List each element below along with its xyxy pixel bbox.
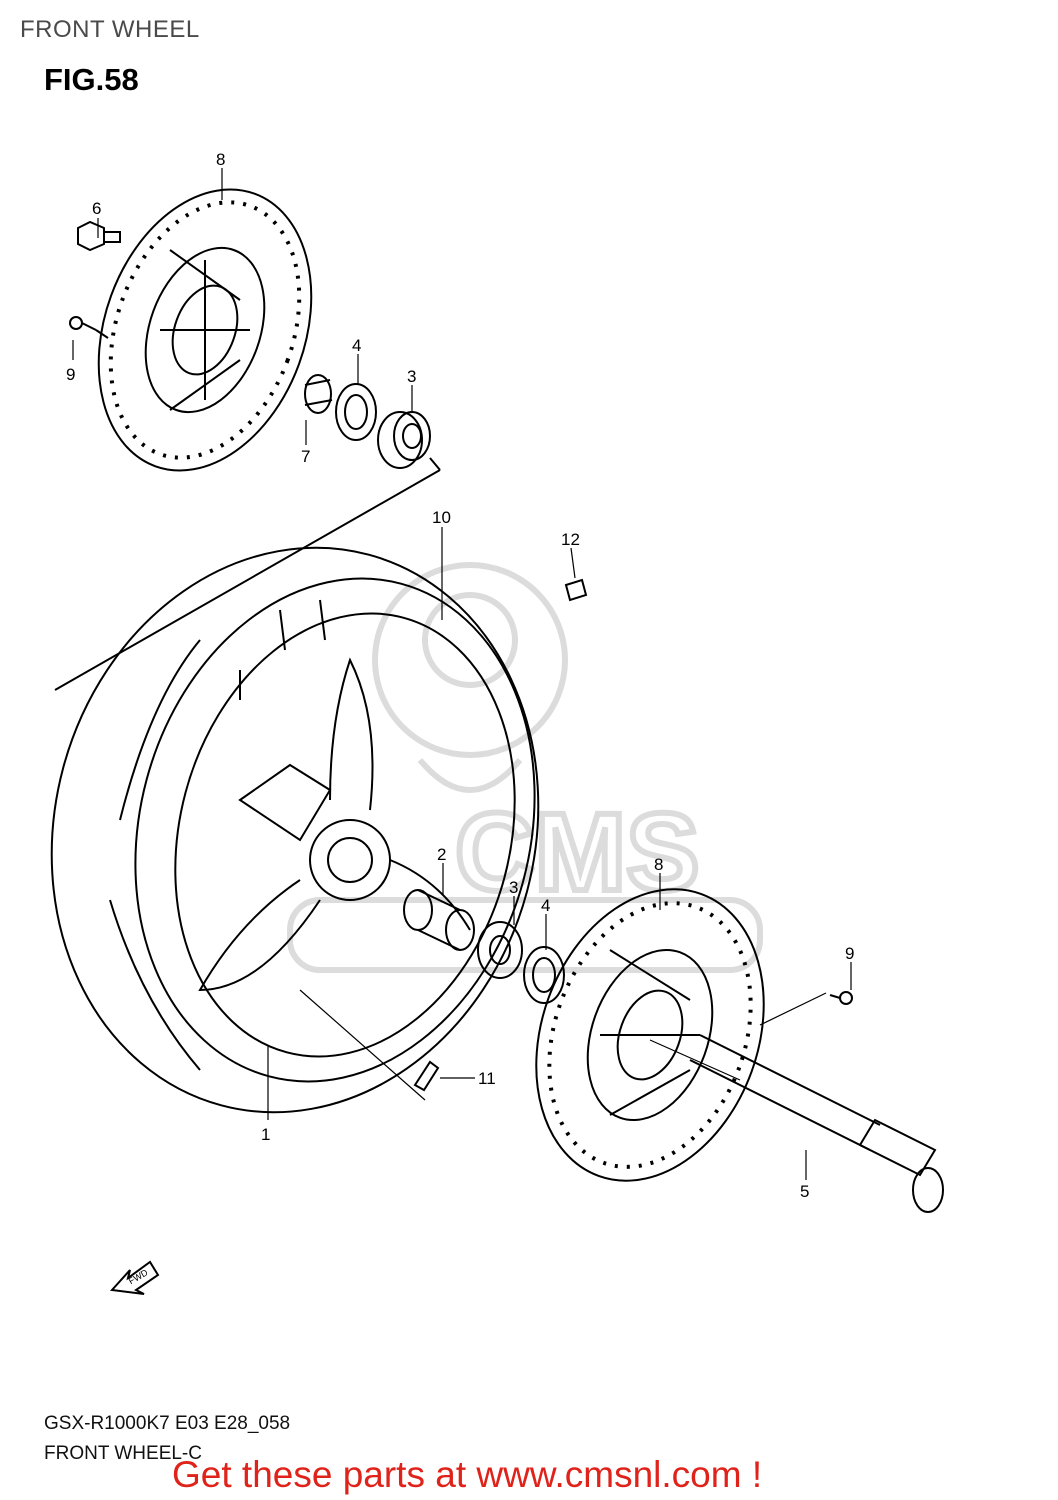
- brake-disc-left: [97, 188, 313, 472]
- front-axle: [689, 1034, 944, 1213]
- brake-disc-right: [535, 888, 765, 1182]
- callout-numbers: 8 6 9 4 3 7 10 12 2 3 4 8 9 11 1 5 FWD: [66, 150, 854, 1286]
- oil-seal-left: [335, 383, 377, 441]
- shop-link-banner[interactable]: Get these parts at www.cmsnl.com !: [172, 1454, 763, 1495]
- oil-seal-right: [523, 946, 565, 1004]
- spacer-left: [304, 374, 333, 414]
- wheel-hub-spokes: [198, 657, 471, 992]
- assembly-leader-upper: [54, 457, 441, 691]
- callout-1: 1: [261, 1125, 270, 1144]
- callout-4-upper: 4: [352, 336, 361, 355]
- callout-5: 5: [800, 1182, 809, 1201]
- callout-3-upper: 3: [407, 367, 416, 386]
- callout-3-lower: 3: [509, 878, 518, 897]
- callout-8-lower: 8: [654, 855, 663, 874]
- model-code: GSX-R1000K7 E03 E28_058: [44, 1413, 291, 1434]
- callout-6: 6: [92, 199, 101, 218]
- axle-spacer: [403, 889, 475, 951]
- watermark-text: CMS: [455, 791, 699, 914]
- bearing-right: [477, 921, 523, 979]
- callout-9-left: 9: [66, 365, 75, 384]
- callout-9-right: 9: [845, 944, 854, 963]
- page-title: FRONT WHEEL: [20, 16, 200, 43]
- callout-8-upper: 8: [216, 150, 225, 169]
- tire-valve: [413, 1060, 440, 1092]
- front-wheel-tire: [50, 546, 540, 1114]
- callout-10: 10: [432, 508, 451, 527]
- figure-label: FIG.58: [44, 62, 139, 97]
- disc-screw-right: [829, 991, 853, 1005]
- callout-11: 11: [478, 1069, 496, 1088]
- forward-direction-arrow: [109, 1260, 160, 1295]
- callout-4-lower: 4: [541, 896, 550, 915]
- bearing-left: [377, 411, 431, 469]
- balance-weight: [564, 578, 588, 602]
- callout-12: 12: [561, 530, 580, 549]
- diagram-caption: FRONT WHEEL-C: [44, 1443, 202, 1464]
- callout-2: 2: [437, 845, 446, 864]
- leader-lines: [72, 168, 852, 1180]
- disc-screw-left: [69, 316, 109, 339]
- disc-bolt-upper: [77, 220, 121, 252]
- callout-7: 7: [301, 447, 310, 466]
